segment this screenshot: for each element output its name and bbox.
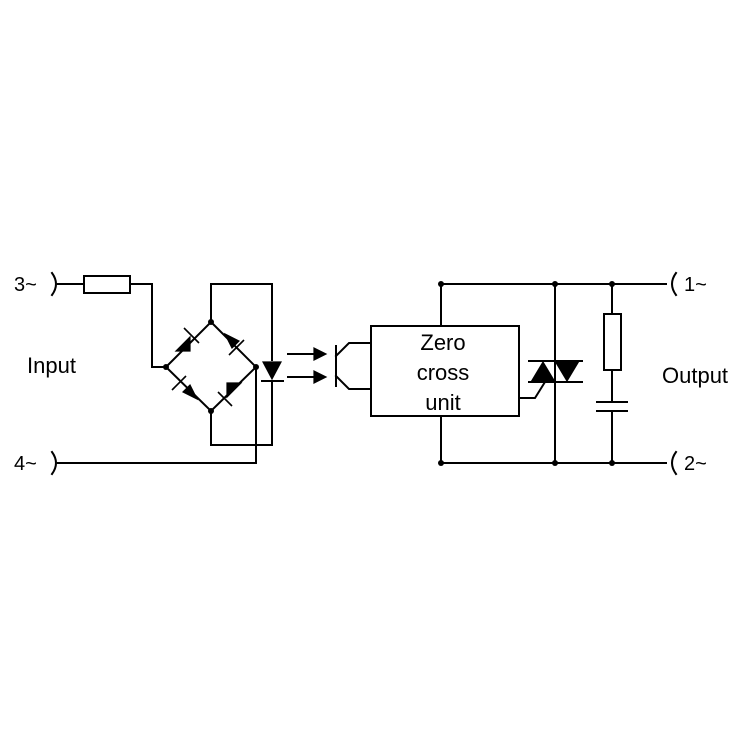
- node-top-zcu: [438, 281, 444, 287]
- led-diode: [261, 361, 284, 382]
- optocoupler-light-arrows: [287, 347, 328, 384]
- terminal-1-symbol: [671, 271, 678, 297]
- zero-cross-line-3: unit: [425, 390, 460, 415]
- triac: [518, 283, 583, 464]
- terminal-3-symbol: [50, 271, 57, 297]
- bridge-node-right: [253, 364, 259, 370]
- terminal-4-symbol: [50, 450, 57, 476]
- phototransistor: [334, 342, 372, 390]
- terminal-2-symbol: [671, 450, 678, 476]
- node-bottom-zcu: [438, 460, 444, 466]
- terminal-2-label: 2~: [684, 453, 707, 475]
- zero-cross-unit: [370, 325, 520, 417]
- snubber-resistor: [603, 313, 622, 371]
- bridge-diode-upper-right: [223, 332, 245, 356]
- zero-cross-line-2: cross: [417, 360, 470, 385]
- snubber-capacitor: [596, 401, 628, 412]
- terminal-4-label: 4~: [14, 453, 37, 475]
- bridge-node-left: [163, 364, 169, 370]
- input-resistor: [83, 275, 131, 294]
- wire-bridge-bottom: [210, 381, 273, 446]
- bridge-diode-upper-left: [174, 327, 200, 352]
- input-label: Input: [27, 353, 76, 378]
- terminal-3-label: 3~: [14, 274, 37, 296]
- bridge-diode-lower-left: [171, 375, 199, 401]
- wire-bridge-top: [210, 283, 273, 361]
- bridge-diode-lower-right: [217, 382, 243, 407]
- output-label: Output: [662, 363, 728, 388]
- terminal-1-label: 1~: [684, 274, 707, 296]
- bridge-rectifier: [164, 320, 258, 413]
- zero-cross-line-1: Zero: [420, 330, 465, 355]
